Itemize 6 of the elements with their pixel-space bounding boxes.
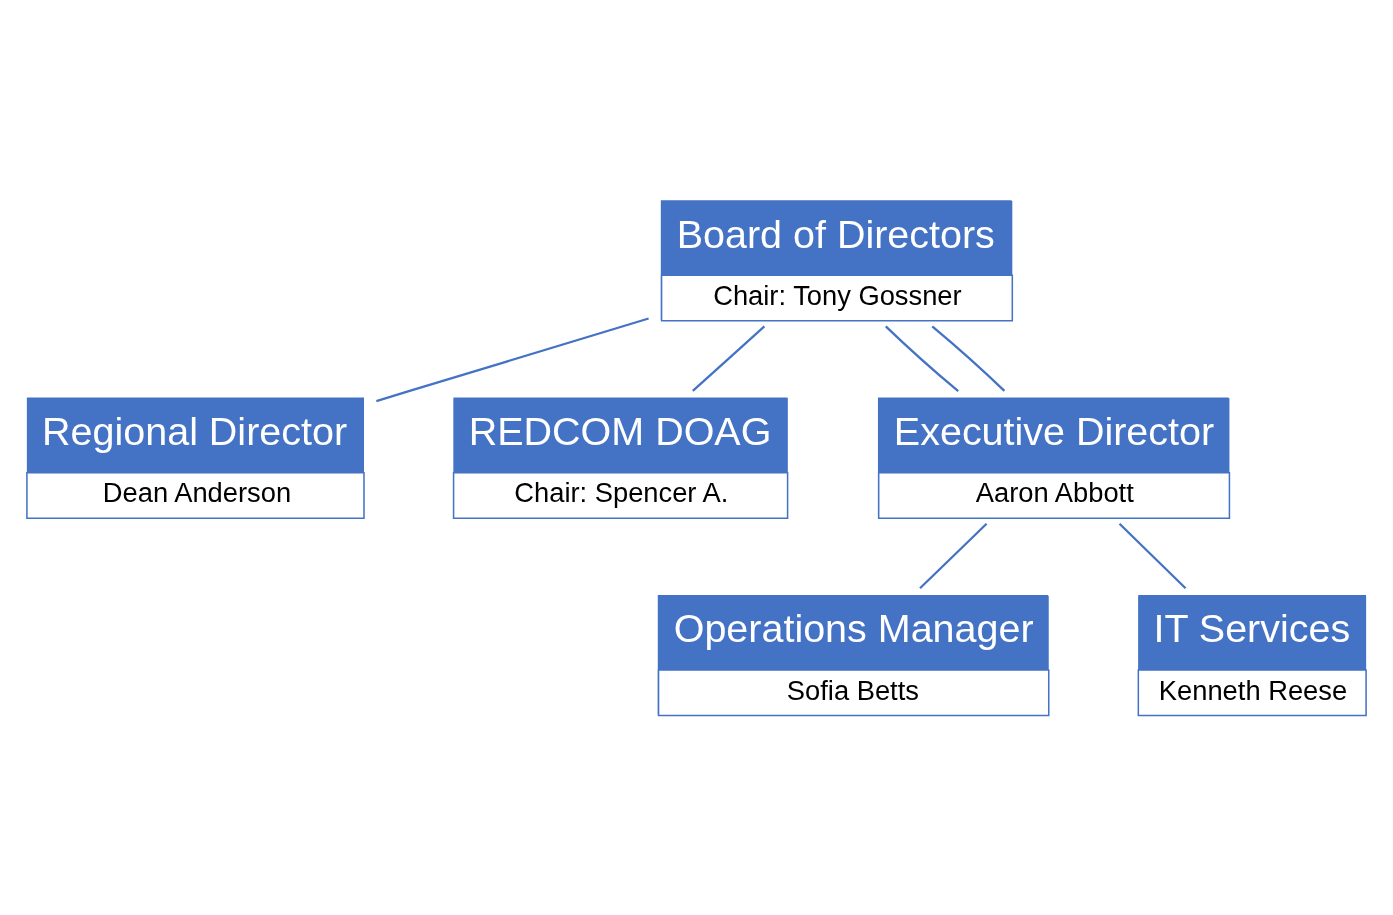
connector [931, 325, 1006, 392]
connector [692, 325, 766, 392]
connector [885, 325, 959, 393]
connector [376, 317, 649, 403]
connector [1118, 522, 1187, 590]
connector [919, 522, 988, 590]
